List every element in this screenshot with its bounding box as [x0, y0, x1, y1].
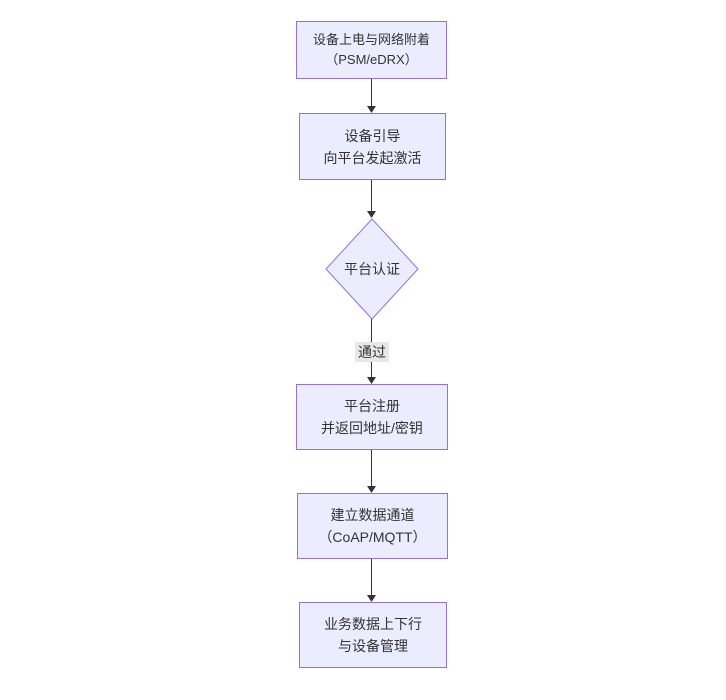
node-label-line: （PSM/eDRX） [325, 52, 418, 67]
node-bootstrap: 设备引导 向平台发起激活 [299, 113, 446, 180]
node-label-line: 向平台发起激活 [323, 149, 422, 166]
node-label-line: 设备引导 [344, 127, 401, 144]
arrowhead-icon [367, 595, 376, 602]
arrowhead-icon [367, 106, 376, 113]
node-label-line: （CoAP/MQTT） [318, 529, 427, 545]
node-label-line: 并返回地址/密钥 [321, 420, 423, 436]
arrowhead-icon [367, 486, 376, 493]
node-label-line: 设备上电与网络附着 [312, 32, 430, 47]
node-register: 平台注册 并返回地址/密钥 [296, 384, 448, 450]
node-label-line: 平台注册 [344, 398, 400, 414]
edge-label-pass: 通过 [355, 342, 389, 362]
node-data-channel: 建立数据通道 （CoAP/MQTT） [297, 493, 448, 559]
arrowhead-icon [367, 377, 376, 384]
node-power-attach: 设备上电与网络附着 （PSM/eDRX） [296, 21, 447, 79]
node-label-line: 业务数据上下行 [324, 616, 422, 632]
node-label-line: 建立数据通道 [330, 507, 415, 523]
node-auth-decision-label: 平台认证 [344, 261, 400, 277]
node-business: 业务数据上下行 与设备管理 [299, 602, 447, 668]
arrowhead-icon [367, 211, 376, 218]
node-label-line: 与设备管理 [338, 638, 408, 654]
